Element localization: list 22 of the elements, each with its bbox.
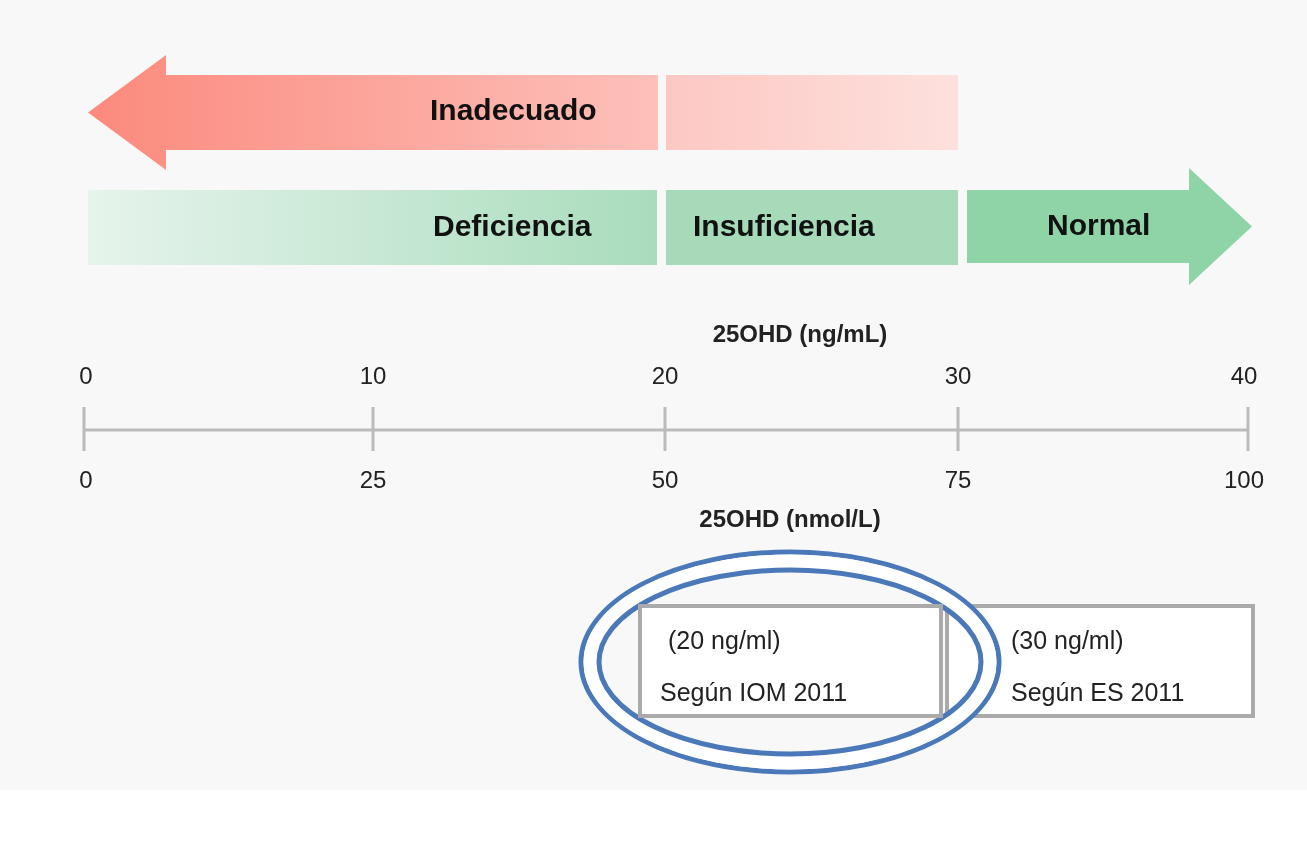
reference-source: Según ES 2011 <box>1011 678 1185 707</box>
range-label: Inadecuado <box>430 93 597 127</box>
tick-label: 0 <box>79 466 93 494</box>
tick-label: 20 <box>651 362 679 390</box>
tick-label: 100 <box>1224 466 1264 494</box>
tick-label: 30 <box>944 362 972 390</box>
range-label: Normal <box>1047 208 1151 242</box>
reference-box <box>945 604 1255 718</box>
threshold-value: (30 ng/ml) <box>1011 626 1124 655</box>
range-label: Deficiencia <box>433 209 592 243</box>
tick-label: 50 <box>651 466 679 494</box>
tick-label: 10 <box>359 362 387 390</box>
tick-label: 40 <box>1230 362 1258 390</box>
reference-source: Según IOM 2011 <box>660 678 848 707</box>
axis-title: 25OHD (ng/mL) <box>712 320 888 348</box>
tick-label: 0 <box>79 362 93 390</box>
reference-box <box>638 604 943 718</box>
axis-title: 25OHD (nmol/L) <box>699 505 881 533</box>
tick-label: 25 <box>359 466 387 494</box>
range-label: Insuficiencia <box>693 209 875 243</box>
threshold-value: (20 ng/ml) <box>668 626 781 655</box>
tick-label: 75 <box>944 466 972 494</box>
